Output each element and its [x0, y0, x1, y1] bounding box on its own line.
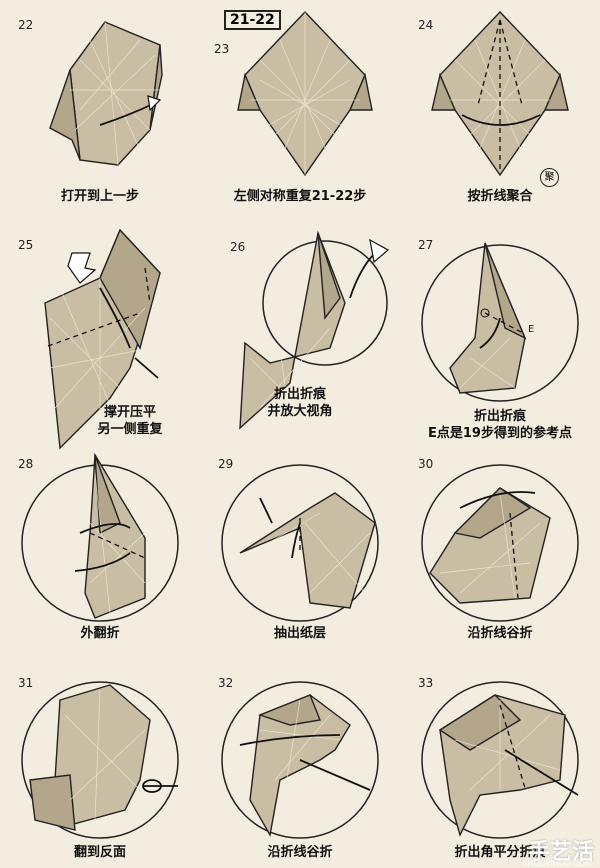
step-caption: 抽出纸层 — [273, 626, 326, 641]
step-22: 22 打开到上一步 — [0, 0, 200, 215]
step-32-figure — [221, 681, 379, 839]
step-30: 30 沿折线谷折 — [400, 453, 600, 648]
reference-badge: 21-22 — [224, 10, 281, 30]
step-26-figure — [239, 230, 390, 430]
step-30-figure — [421, 464, 579, 622]
step-24: 24 聚 按折线聚合 — [400, 0, 600, 215]
step-number: 24 — [418, 18, 434, 32]
step-26: 26 折出折痕 并放大视角 — [200, 228, 400, 453]
step-29-figure — [221, 464, 379, 622]
step-22-figure — [49, 21, 163, 166]
point-e-label: E — [528, 324, 535, 335]
step-33: 33 折出角平分折痕 — [400, 660, 600, 868]
step-number: 30 — [418, 457, 434, 471]
step-caption: 折出折痕 E点是19步得到的参考点 — [428, 409, 572, 441]
step-27: 27 E 折出折痕 E点是19步得到的参考点 — [400, 228, 600, 453]
step-caption: 折出折痕 并放大视角 — [267, 387, 333, 419]
watermark-url: SHOUYIHUO.COM — [522, 859, 592, 868]
step-24-figure — [431, 10, 569, 177]
step-31: 31 翻到反面 — [0, 660, 200, 868]
step-25-figure — [44, 228, 161, 450]
step-28-figure — [21, 453, 179, 622]
step-caption: 按折线聚合 — [467, 189, 533, 204]
step-28: 28 外翻折 — [0, 453, 200, 648]
step-23-figure — [237, 10, 373, 177]
step-32: 32 沿折线谷折 — [200, 660, 400, 868]
step-29: 29 抽出纸层 — [200, 453, 400, 648]
step-caption: 翻到反面 — [73, 845, 126, 860]
step-25: 25 撑开压平 另一侧重复 — [0, 228, 200, 453]
step-caption: 外翻折 — [80, 626, 120, 641]
step-33-figure — [421, 681, 579, 839]
step-caption: 撑开压平 另一侧重复 — [97, 405, 163, 437]
step-number: 25 — [18, 238, 34, 252]
gather-symbol: 聚 — [540, 168, 559, 187]
step-number: 32 — [218, 676, 234, 690]
step-number: 22 — [18, 18, 34, 32]
step-number: 28 — [18, 457, 34, 471]
step-caption: 沿折线谷折 — [467, 626, 533, 641]
step-number: 29 — [218, 457, 234, 471]
step-number: 27 — [418, 238, 434, 252]
step-27-figure — [421, 242, 579, 402]
step-number: 31 — [18, 676, 34, 690]
step-caption: 打开到上一步 — [60, 189, 139, 204]
step-number: 23 — [214, 42, 230, 56]
step-caption: 左侧对称重复21-22步 — [233, 189, 367, 204]
step-caption: 折出角平分折痕 — [454, 845, 546, 860]
step-23: 23 21-22 左侧对称重复21-22步 — [200, 0, 400, 215]
step-number: 26 — [230, 240, 246, 254]
step-31-figure — [21, 681, 179, 839]
watermark-logo: 手艺活 — [527, 840, 594, 865]
step-caption: 沿折线谷折 — [267, 845, 333, 860]
step-number: 33 — [418, 676, 434, 690]
